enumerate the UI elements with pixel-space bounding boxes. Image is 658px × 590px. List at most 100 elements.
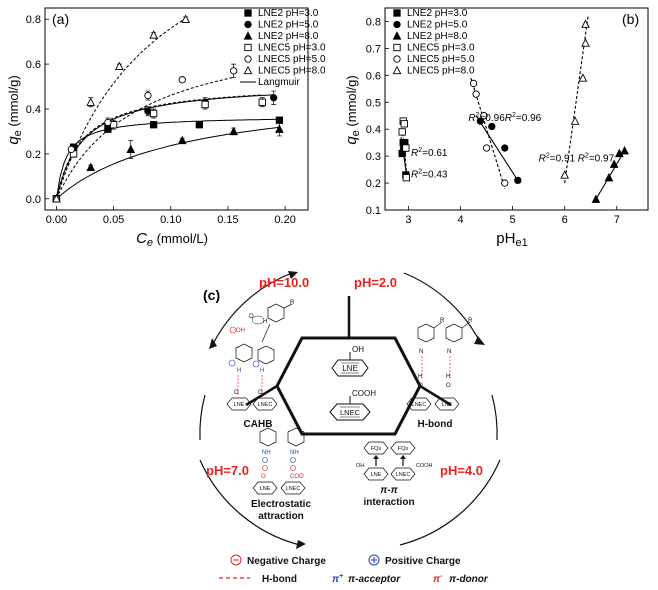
electrostatic-title-1: Electrostatic xyxy=(251,499,311,510)
panel-b-point xyxy=(402,144,410,152)
cahb-o-label: O xyxy=(249,314,254,320)
panel-a-point xyxy=(230,67,238,75)
panel-a-point xyxy=(114,61,124,71)
sector-hbond: R R N N H H O O LNEC LNE H-bond xyxy=(406,318,473,430)
panel-b-point xyxy=(480,112,488,120)
panel-a-point xyxy=(201,100,209,109)
hbond-o2-label: O xyxy=(446,383,451,389)
cycle-arc-top-left xyxy=(213,272,293,343)
center-molecules: OH LNE COOH LNEC xyxy=(329,345,376,421)
panel-b-point xyxy=(578,73,588,82)
cahb-piperazine-top xyxy=(267,303,293,323)
pipi-arrowheads xyxy=(373,455,406,459)
center-lnec-label: LNEC xyxy=(340,408,361,417)
panel-a-legend-marker xyxy=(244,55,252,63)
hbond-piperazines xyxy=(417,321,471,343)
panel-b-ylabel-unit: (mmol/g) xyxy=(344,75,359,130)
panel-a-point xyxy=(258,98,266,106)
legend-positive-label: Positive Charge xyxy=(385,556,461,567)
panel-a-x-tick-label: 0.05 xyxy=(103,214,124,226)
center-hexagon xyxy=(245,296,452,436)
panel-b-point xyxy=(560,170,570,179)
panel-b-point xyxy=(398,128,406,136)
cahb-h-label: H xyxy=(263,319,267,325)
panel-b-y-axis-label: qe (mmol/g) xyxy=(343,75,362,144)
electrostatic-nh2-label: NH xyxy=(290,450,299,456)
panel-a-point xyxy=(126,144,136,154)
panel-b-legend-label: LNEC5 pH=5.0 xyxy=(407,54,475,65)
cahb-rings xyxy=(226,397,278,411)
ph-label-7: pH=7.0 xyxy=(206,463,249,478)
panel-b-xlabel-sub: e1 xyxy=(515,237,527,249)
panel-c: (c) pH=10.0 pH=2.0 pH=7.0 pH=4.0 xyxy=(199,271,501,585)
panel-b-fit-line xyxy=(595,150,626,200)
panel-a-point xyxy=(229,126,239,136)
center-lne: OH LNE xyxy=(331,345,369,377)
panel-b-legend-marker xyxy=(393,20,401,29)
panel-b-point xyxy=(570,116,580,125)
panel-b-point xyxy=(514,176,522,185)
sector-pipi: FQs FQs LNE LNEC OH COOH π-π interaction xyxy=(356,441,433,508)
panel-b-y-tick-label: 0.3 xyxy=(366,151,381,163)
pipi-oh-label: OH xyxy=(356,463,364,469)
panel-b-legend-label: LNEC5 pH=8.0 xyxy=(407,66,475,77)
pipi-cooh-label: COOH xyxy=(416,463,433,469)
panel-b-y-tick-label: 0.7 xyxy=(366,43,381,55)
panel-b-ylabel-q: q xyxy=(343,136,360,145)
cahb-o2-label: O xyxy=(258,390,263,396)
panel-a-xlabel-sub: e xyxy=(147,237,153,249)
panel-b-legend-label: LNE2 pH=5.0 xyxy=(407,20,468,31)
hbond-n1-label: N xyxy=(419,349,423,355)
panel-a-point xyxy=(177,135,187,145)
panel-b-r2-label: R2=0.43 xyxy=(411,169,448,181)
hbond-dashed-lines xyxy=(421,356,451,378)
panel-b-point xyxy=(472,90,480,98)
cahb-h1-label: H xyxy=(237,368,241,374)
panel-b-r2-label: R2=0.96 xyxy=(505,112,542,124)
panel-a-y-tick-label: 0.6 xyxy=(26,59,41,71)
cahb-water-circle xyxy=(251,315,265,325)
electrostatic-positive-1 xyxy=(262,457,268,463)
cycle-circle xyxy=(199,272,501,546)
panel-b-x-tick-label: 7 xyxy=(614,214,620,226)
cahb-positive-icon-2 xyxy=(252,360,260,368)
panel-b-point xyxy=(469,79,478,88)
cycle-arc-right xyxy=(491,394,498,441)
panel-a-ylabel-q: q xyxy=(5,136,22,145)
panel-a-legend-label: LNE2 pH=5.0 xyxy=(258,20,319,31)
panel-b-ylabel-sub: e xyxy=(350,130,362,136)
panel-a-fit-curve xyxy=(56,126,280,200)
cycle-arc-left xyxy=(199,394,206,441)
hbond-h1-label: H xyxy=(418,374,422,380)
cahb-negative-icon xyxy=(229,326,237,334)
center-oh-label: OH xyxy=(352,345,364,354)
panel-a-legend-label: LNEC5 pH=3.0 xyxy=(258,43,326,54)
panel-a-point xyxy=(149,109,158,118)
panel-b-point xyxy=(581,38,590,47)
panel-a-x-tick-label: 0.00 xyxy=(46,214,67,226)
panel-b-point xyxy=(501,179,509,187)
panel-a-y-tick-label: 0.2 xyxy=(26,149,41,161)
cahb-lne-label: LNE xyxy=(234,402,245,408)
panel-a-point xyxy=(181,14,190,23)
hbond-lnec-label: LNEC xyxy=(412,402,427,408)
spoke-right xyxy=(419,384,452,407)
panel-b-point xyxy=(591,194,601,203)
panel-a-ylabel-sub: e xyxy=(12,130,24,136)
cycle-arc-bottom-right xyxy=(399,459,501,546)
panel-b-y-tick-label: 0.8 xyxy=(366,16,381,28)
panel-a-legend-marker xyxy=(244,43,252,52)
hbond-r1-label: R xyxy=(440,318,445,324)
spoke-left xyxy=(245,384,278,407)
panel-b-point xyxy=(488,122,496,131)
panel-a-x-tick-label: 0.10 xyxy=(160,214,181,226)
electrostatic-negative-2 xyxy=(290,465,296,471)
panel-a-point xyxy=(270,94,278,102)
